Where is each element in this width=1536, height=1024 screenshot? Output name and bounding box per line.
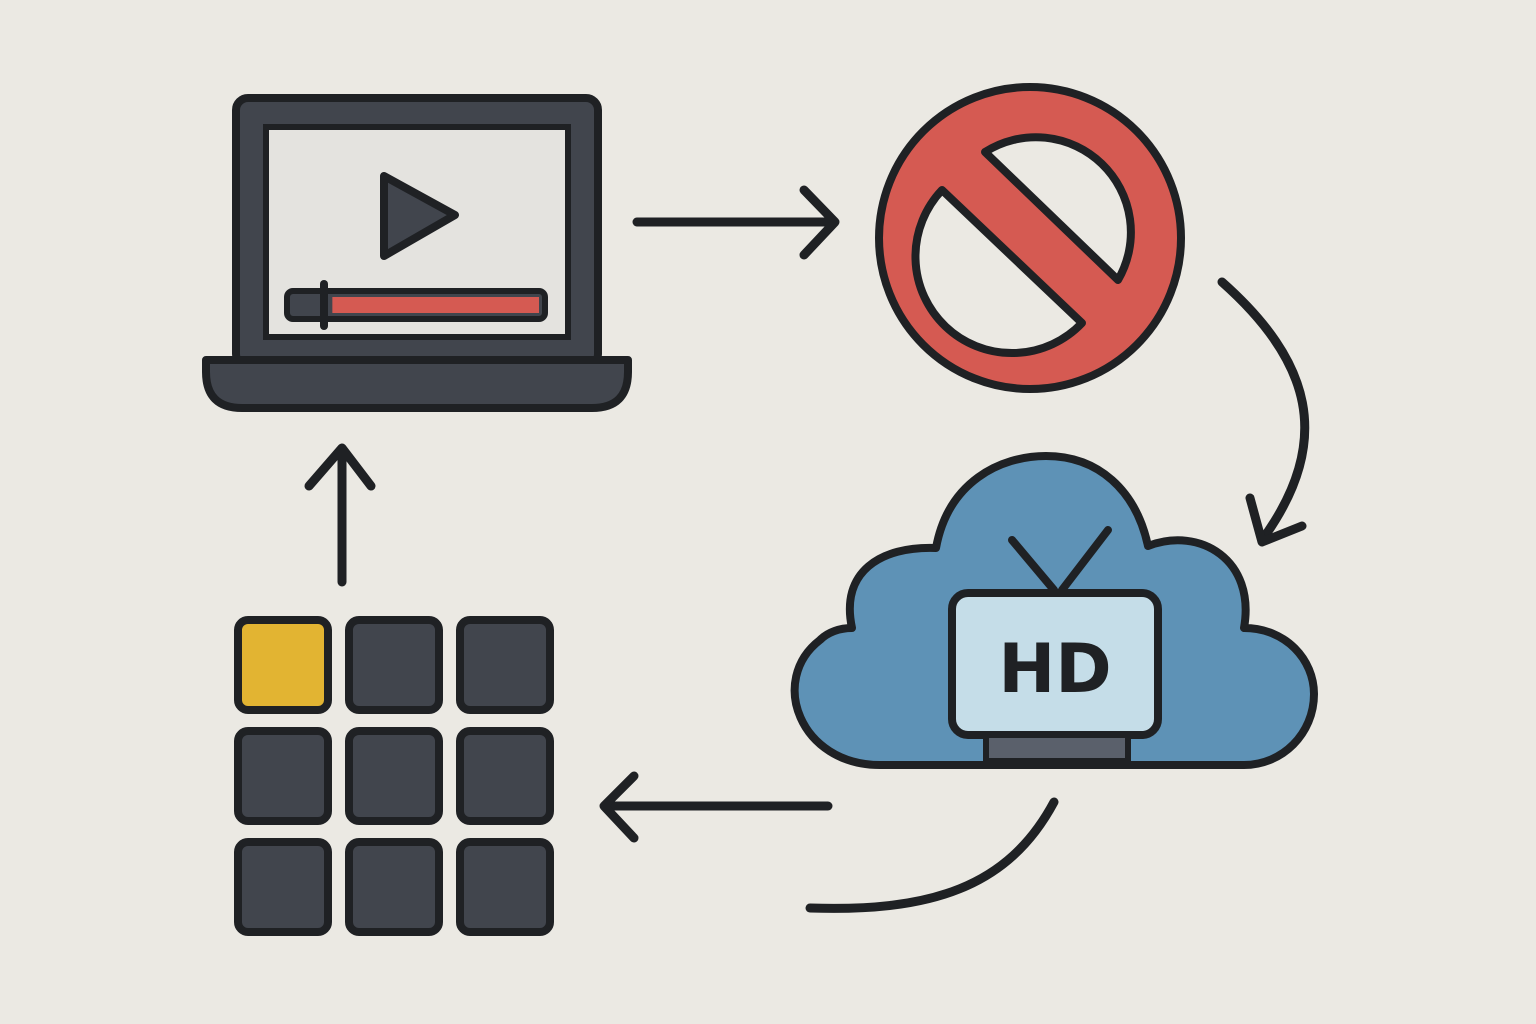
play-icon xyxy=(380,172,459,260)
cloud-hd-tv-icon: HD xyxy=(790,452,1318,769)
grid-tile xyxy=(345,727,443,825)
grid-tile xyxy=(345,838,443,936)
grid-tile-highlighted xyxy=(234,616,332,714)
arrow-grid-to-laptop xyxy=(304,443,376,587)
grid-tile xyxy=(456,838,554,936)
progress-bar-fill xyxy=(332,297,539,313)
hd-label: HD xyxy=(998,630,1111,709)
prohibited-icon xyxy=(875,83,1185,393)
return-curve xyxy=(805,797,1059,913)
arrow-laptop-to-blocked xyxy=(632,185,840,260)
tv-antenna-icon xyxy=(1008,526,1112,594)
grid-tile xyxy=(234,727,332,825)
tv-stand xyxy=(983,732,1131,764)
tile-grid-icon xyxy=(234,616,554,936)
grid-tile xyxy=(345,616,443,714)
grid-tile xyxy=(456,616,554,714)
arrow-cloud-to-grid xyxy=(599,771,833,843)
grid-tile xyxy=(234,838,332,936)
arrow-blocked-to-cloud xyxy=(1217,277,1310,547)
grid-tile xyxy=(456,727,554,825)
laptop-video-player-icon xyxy=(202,94,632,412)
